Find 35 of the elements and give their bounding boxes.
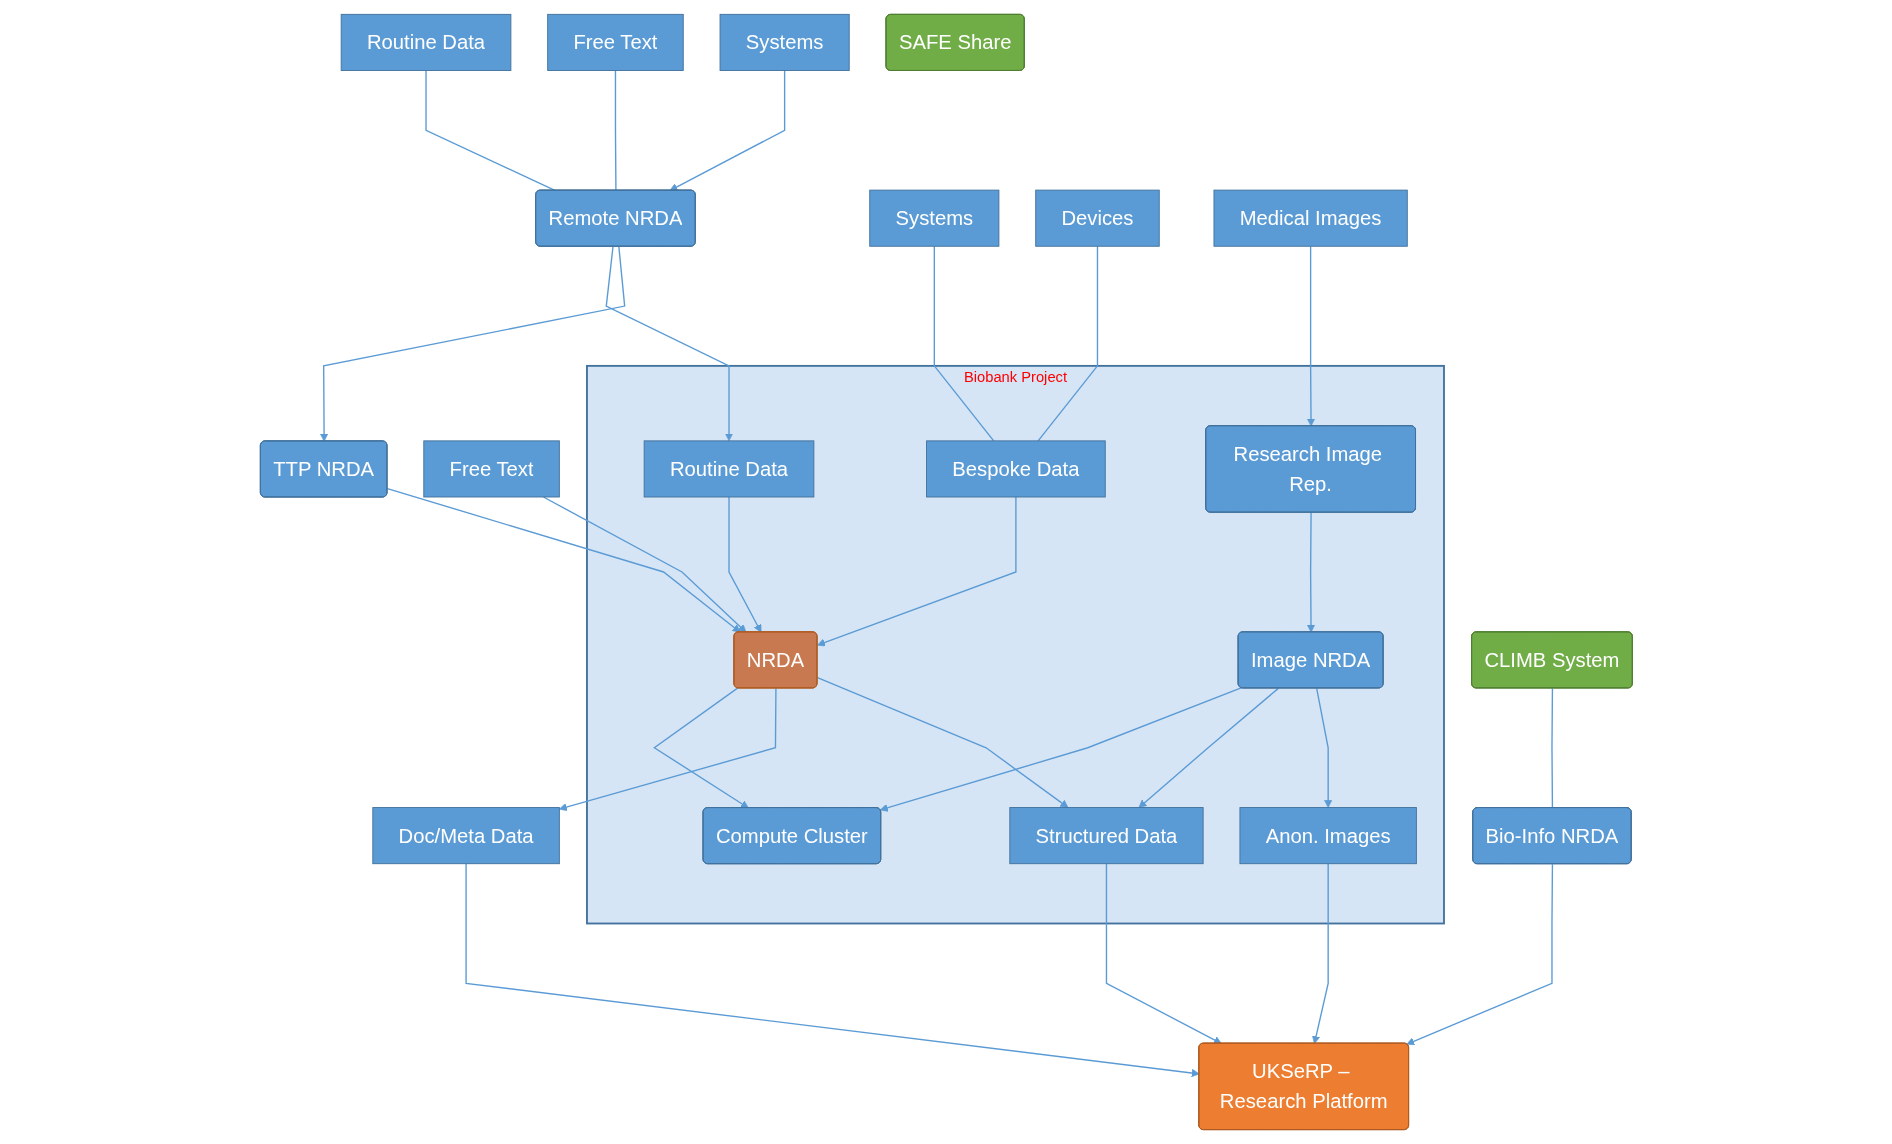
- arrow: [1311, 863, 1329, 1044]
- connector: [425, 69, 556, 192]
- node-box: Routine Data: [643, 440, 814, 498]
- arrow: [816, 496, 1017, 647]
- arrow: [1105, 863, 1222, 1044]
- node-box: Free Text: [423, 440, 560, 498]
- connector: [614, 69, 617, 192]
- arrow: [1306, 245, 1315, 427]
- connector: [1550, 687, 1553, 809]
- arrow: [605, 246, 733, 442]
- node-box: Bespoke Data: [925, 440, 1106, 498]
- arrow: [816, 676, 1069, 808]
- connector: [933, 245, 994, 442]
- arrow: [465, 863, 1200, 1078]
- arrow: [558, 687, 777, 812]
- arrow: [319, 246, 626, 442]
- node-box: Routine Data: [340, 13, 511, 71]
- connector: [1037, 245, 1098, 442]
- arrow: [1406, 863, 1553, 1046]
- arrow: [1138, 687, 1279, 808]
- arrow: [1306, 511, 1315, 633]
- arrow: [1315, 687, 1332, 808]
- arrow: [386, 487, 741, 633]
- node-box: Medical Images: [1213, 189, 1408, 247]
- node-box: Structured Data: [1009, 807, 1204, 865]
- node-box: Devices: [1034, 189, 1160, 247]
- node-box: Systems: [719, 13, 850, 71]
- node-box: Anon. Images: [1239, 807, 1417, 865]
- arrow: [879, 687, 1242, 812]
- arrow: [669, 69, 785, 191]
- node-box: Doc/Meta Data: [372, 807, 560, 865]
- arrow: [727, 496, 762, 633]
- node-box: Systems: [868, 189, 999, 247]
- node-box: Free Text: [546, 13, 684, 71]
- arrow: [652, 687, 749, 809]
